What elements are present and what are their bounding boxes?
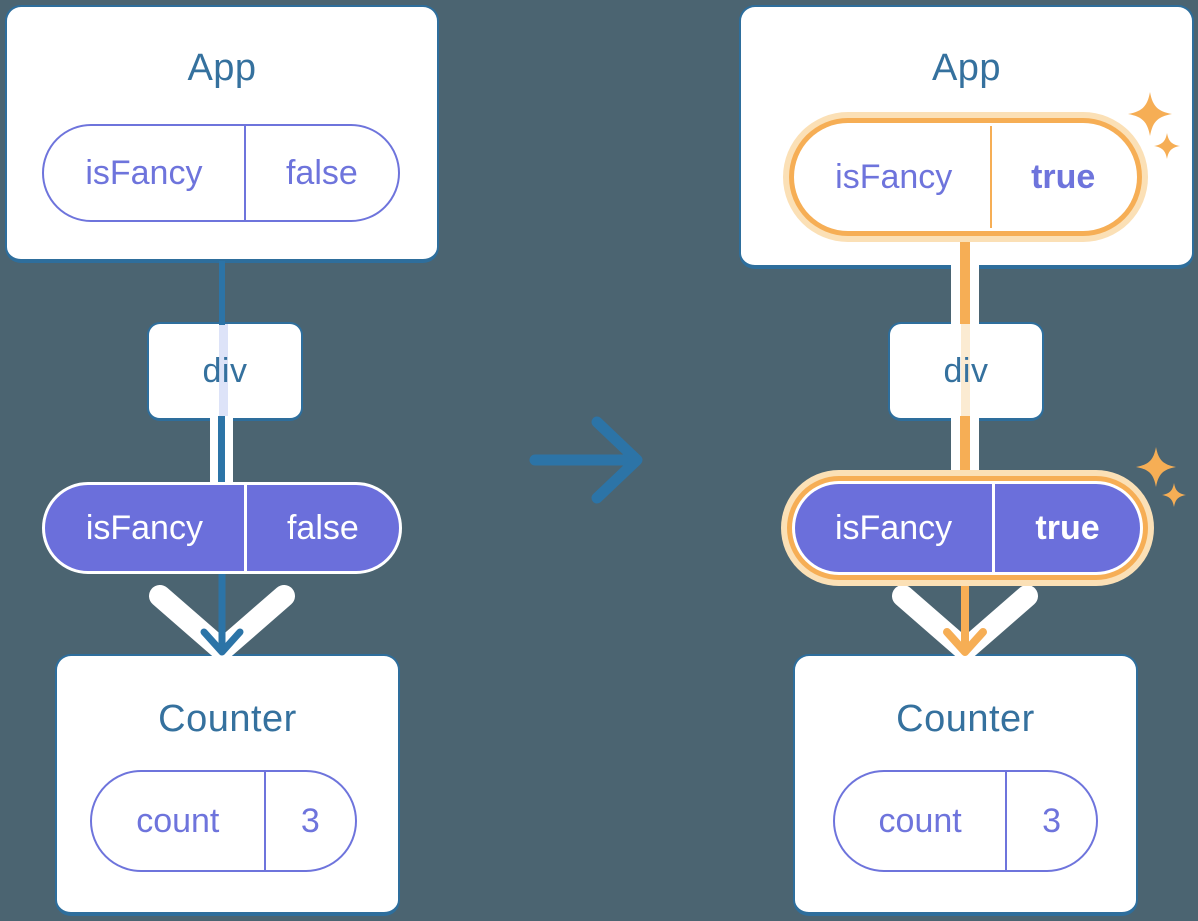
counter-title: Counter [896,698,1035,740]
app-title: App [931,47,1002,89]
counter-title: Counter [158,698,297,740]
div-label: div [943,351,989,390]
sparkles-icon [1128,92,1180,159]
app-to-div-line [219,261,225,325]
prop-name-label: isFancy [797,126,993,228]
prop-pipe [951,416,979,484]
prop-value-label: false [286,508,359,547]
app-prop-pill: isFancy true [797,126,1134,228]
div-label: div [202,351,248,390]
prop-pass-strip [961,324,970,418]
prop-name-label: isFancy [44,126,246,220]
div-card: div [147,322,303,421]
prop-pipe [951,240,979,324]
sparkles-icon [1136,447,1186,507]
prop-name-label: isFancy [795,484,996,572]
counter-card: Counter count 3 [55,654,400,916]
transform-arrow-icon [529,416,643,504]
count-state-pill: count 3 [90,770,357,872]
app-prop-pill: isFancy false [42,124,400,222]
prop-pass-strip [219,324,228,418]
passed-prop-pill: isFancy false [42,482,402,574]
state-value-label: 3 [300,801,320,840]
app-prop-pill-highlighted: isFancy true [783,112,1148,242]
app-title: App [187,47,257,89]
div-card: div [888,322,1044,421]
passed-prop-pill: isFancy true [795,484,1140,572]
state-name-label: count [92,772,266,870]
passed-prop-pill-highlighted: isFancy true [781,470,1154,586]
state-name-label: count [835,772,1008,870]
count-state-pill: count 3 [833,770,1098,872]
prop-value-label: false [285,153,358,192]
prop-value-label: true [1031,157,1096,196]
prop-name-label: isFancy [45,485,247,571]
state-value-label: 3 [1042,801,1062,840]
down-arrow-icon [149,566,295,661]
counter-card: Counter count 3 [793,654,1138,916]
prop-value-label: true [1035,508,1100,547]
prop-pipe [210,416,233,486]
